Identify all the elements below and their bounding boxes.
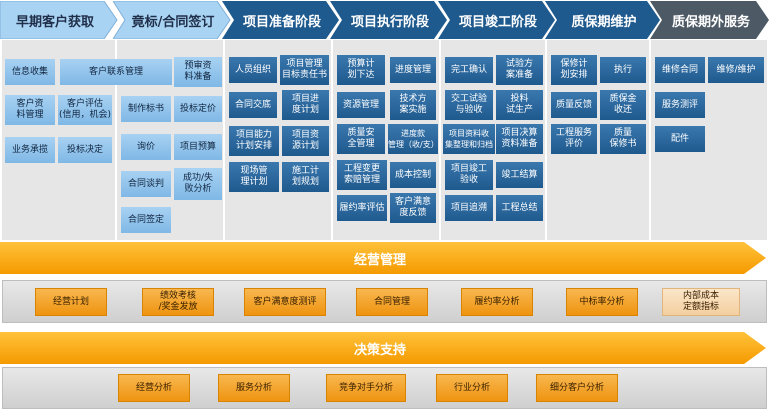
phase-early-customer: 早期客户获取 [0,1,118,39]
project-summary-box: 工程总结 [496,195,543,221]
capability-plan-box: 项目能力 计划安排 [229,126,279,156]
handover-accept-box: 交工试验 与验收 [445,90,493,120]
operations-band-label: 经营管理 [353,252,406,268]
decision-band: 决策支持 [0,332,770,364]
complete-confirm-box: 完工确认 [445,57,493,83]
cost-control-box: 成本控制 [390,162,436,188]
customer-eval-box: 客户评估 (信用，机会) [58,95,112,125]
bid-decision-box: 投标决定 [58,137,112,163]
phase-label: 项目准备阶段 [242,14,321,30]
pm-task-box: 项目管理 目标责任书 [280,55,329,85]
service-eval-box: 工程服务 评价 [551,124,597,154]
parts-box: 配件 [655,126,705,152]
phase-label: 早期客户获取 [15,14,94,30]
warranty-plan-box: 保修计 划安排 [551,55,597,85]
trial-production-box: 投料 试生产 [496,90,543,120]
warranty-deposit-box: 质保金 收还 [600,90,646,120]
chevron-shape [330,1,447,39]
phase-bid-contract: 竟标/合同签订 [113,1,231,39]
progress-plan-box: 项目进 度计划 [282,90,329,120]
band-arrow-shape [0,332,766,364]
data-archive-box: 项目资料收 集整理和归档 [443,124,495,154]
resource-plan-box: 项目资 源计划 [282,126,329,156]
chevron-shape [545,1,660,39]
phase-project-exec: 项目执行阶段 [330,1,448,39]
quality-warranty-book-box: 质量 保修书 [600,124,646,154]
info-collect-box: 信息收集 [5,59,55,85]
chevron-shape [113,1,231,39]
operations-item: 绩效考核 /奖金发放 [142,288,214,316]
budget-issue-box: 预算计 划下达 [337,55,385,85]
chevron-shape [222,1,339,39]
phase-project-prep: 项目准备阶段 [222,1,340,39]
service-assessment-box: 服务测评 [655,92,705,118]
contract-nego-box: 合同谈判 [121,171,171,197]
phase-project-complete: 项目竣工阶段 [438,1,556,39]
phase-label: 质保期外服务 [671,14,750,30]
band-arrow-shape [0,242,766,274]
chevron-shape [650,1,769,39]
decision-item: 服务分析 [218,374,290,402]
execute-box: 执行 [600,57,646,83]
chevron-shape [0,1,118,39]
customer-profile-box: 客户资 料管理 [5,95,55,125]
quality-feedback-box: 质量反馈 [551,92,597,118]
contract-sign-box: 合同签定 [121,207,171,233]
phase-label: 项目竣工阶段 [458,14,537,30]
maintenance-contract-box: 维修合同 [655,57,705,83]
chevron-shape [438,1,555,39]
operations-item: 履约率分析 [461,288,533,316]
win-loss-box: 成功/失 败分析 [174,168,222,200]
trial-prep-box: 试验方 案准备 [496,55,543,85]
phase-label: 竟标/合同签订 [131,14,215,30]
settlement-prep-box: 项目决算 资料准备 [496,124,543,154]
inquiry-box: 询价 [121,134,171,160]
phase-label: 项目执行阶段 [350,14,429,30]
tech-plan-box: 技术方 案实施 [390,90,436,120]
completion-settle-box: 竣工结算 [496,162,543,188]
contact-mgmt-box: 客户联系管理 [60,59,172,85]
project-budget-box: 项目预算 [174,134,222,160]
operations-item: 客户满意度测评 [244,288,326,316]
phase-after-warranty: 质保期外服务 [650,1,770,39]
quality-safety-box: 质量安 全管理 [337,124,385,154]
performance-eval-box: 履约率评估 [337,195,387,221]
site-mgmt-box: 现场管 理计划 [229,162,279,192]
project-review-box: 项目追溯 [445,195,493,221]
contract-handover-box: 合同交底 [229,92,277,118]
resource-mgmt-box: 资源管理 [337,92,385,118]
decision-item: 经营分析 [118,374,190,402]
decision-band-label: 决策支持 [353,342,406,358]
bid-price-box: 投标定价 [174,96,222,122]
maintenance-box: 维修/维护 [708,57,764,83]
satisfaction-box: 客户满意 度反馈 [390,193,436,223]
payment-mgmt-box: 进度款 管理（收/支） [388,124,438,154]
bid-plan-box: 业务承揽 [5,137,55,163]
operations-band: 经营管理 [0,242,770,274]
change-claim-box: 工程变更 索赔管理 [337,160,387,190]
bid-book-box: 制作标书 [121,96,171,122]
decision-item: 行业分析 [436,374,508,402]
completion-accept-box: 项目竣工 验收 [445,160,493,190]
progress-mgmt-box: 进度管理 [390,57,436,83]
operations-item: 合同管理 [356,288,428,316]
construction-plan-box: 施工计 划规划 [282,162,329,192]
staff-org-box: 人员组织 [229,57,277,83]
phase-label: 质保期维护 [571,14,637,30]
decision-item: 竞争对手分析 [326,374,406,402]
operations-item: 中标率分析 [566,288,638,316]
operations-item: 经营计划 [35,288,107,316]
budget-prep-box: 预审资 料准备 [174,57,222,87]
operations-item: 内部成本 定额指标 [662,288,740,316]
phase-warranty: 质保期维护 [545,1,661,39]
decision-item: 细分客户分析 [536,374,618,402]
